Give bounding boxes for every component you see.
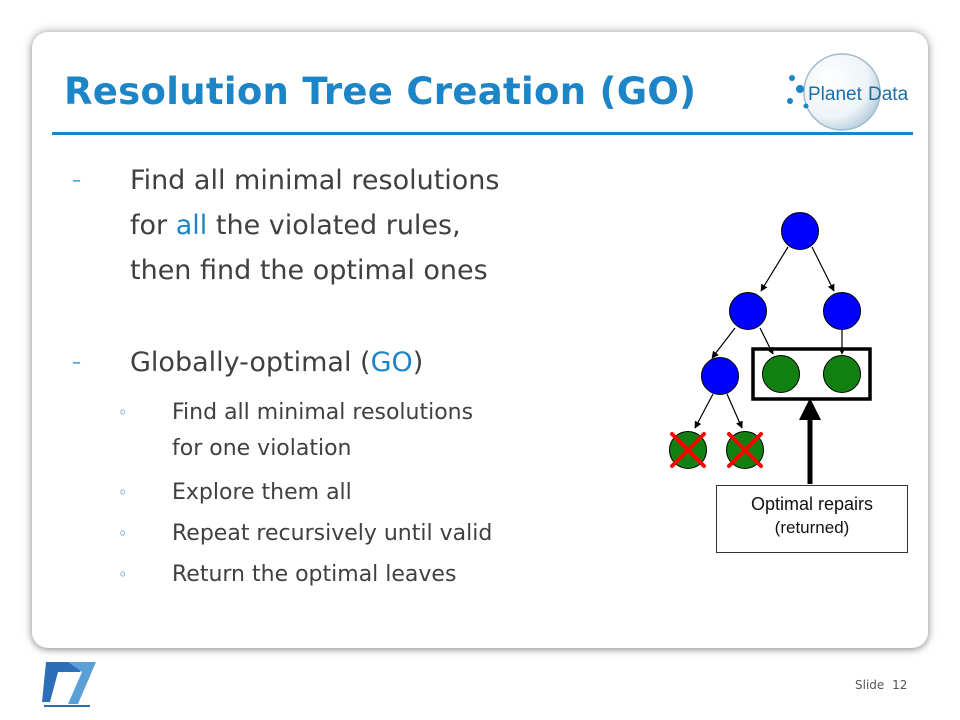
fp7-shape bbox=[42, 662, 86, 702]
logo-dot bbox=[787, 98, 793, 104]
tree-node bbox=[701, 357, 739, 395]
slide-title: Resolution Tree Creation (GO) bbox=[64, 70, 697, 113]
bullet-1-line-1: – Find all minimal resolutions bbox=[72, 162, 499, 199]
arrow-up-icon bbox=[799, 398, 821, 420]
logo-text-planet: Planet bbox=[808, 84, 863, 105]
tree-node-root bbox=[781, 212, 819, 250]
resolution-tree-diagram bbox=[669, 212, 872, 484]
ring-marker: ◦ bbox=[118, 565, 128, 584]
ring-marker: ◦ bbox=[118, 403, 128, 422]
tree-edge bbox=[711, 327, 736, 359]
tree-edge bbox=[726, 393, 743, 429]
sub-bullet-1-line-1: ◦ Find all minimal resolutions bbox=[118, 397, 473, 428]
cross-icon bbox=[670, 432, 706, 468]
sub-bullet-1-line-2: for one violation bbox=[172, 436, 352, 461]
planet-orb bbox=[803, 53, 881, 131]
ring-marker: ◦ bbox=[118, 524, 128, 543]
slide-number: Slide 12 bbox=[855, 678, 908, 692]
title-underline bbox=[52, 132, 913, 135]
logo-dot bbox=[789, 75, 795, 81]
planet-data-logo: Planet Data bbox=[787, 53, 909, 131]
tree-edge bbox=[694, 393, 714, 429]
ring-marker: ◦ bbox=[118, 483, 128, 502]
dash-marker: – bbox=[72, 170, 81, 191]
optimal-repairs-callout: Optimal repairs (returned) bbox=[716, 485, 908, 553]
sub-bullet-2: ◦ Explore them all bbox=[118, 477, 352, 508]
tree-edge bbox=[760, 246, 789, 292]
bullet-1-line-2: for all the violated rules, bbox=[130, 210, 461, 241]
tree-node bbox=[823, 292, 861, 330]
fp7-logo bbox=[42, 662, 96, 707]
sub-bullet-4: ◦ Return the optimal leaves bbox=[118, 559, 456, 590]
fp7-shape bbox=[68, 662, 96, 704]
fp7-rule bbox=[44, 705, 90, 707]
highlight-go: GO bbox=[370, 347, 413, 378]
logo-dot bbox=[796, 85, 804, 93]
optimal-leaf-node bbox=[823, 355, 861, 393]
dash-marker: – bbox=[72, 352, 81, 373]
bullet-1-line-3: then find the optimal ones bbox=[130, 255, 488, 286]
cross-icon bbox=[727, 432, 763, 468]
optimal-leaf-node bbox=[762, 355, 800, 393]
bullet-2-line-1: – Globally-optimal (GO) bbox=[72, 344, 423, 381]
sub-bullet-3: ◦ Repeat recursively until valid bbox=[118, 518, 492, 549]
logo-dot bbox=[803, 103, 809, 109]
tree-edge bbox=[811, 246, 835, 292]
highlight-all: all bbox=[175, 210, 208, 241]
logo-text-data: Data bbox=[868, 84, 909, 105]
tree-node bbox=[729, 292, 767, 330]
optimal-selection-box bbox=[751, 347, 872, 401]
